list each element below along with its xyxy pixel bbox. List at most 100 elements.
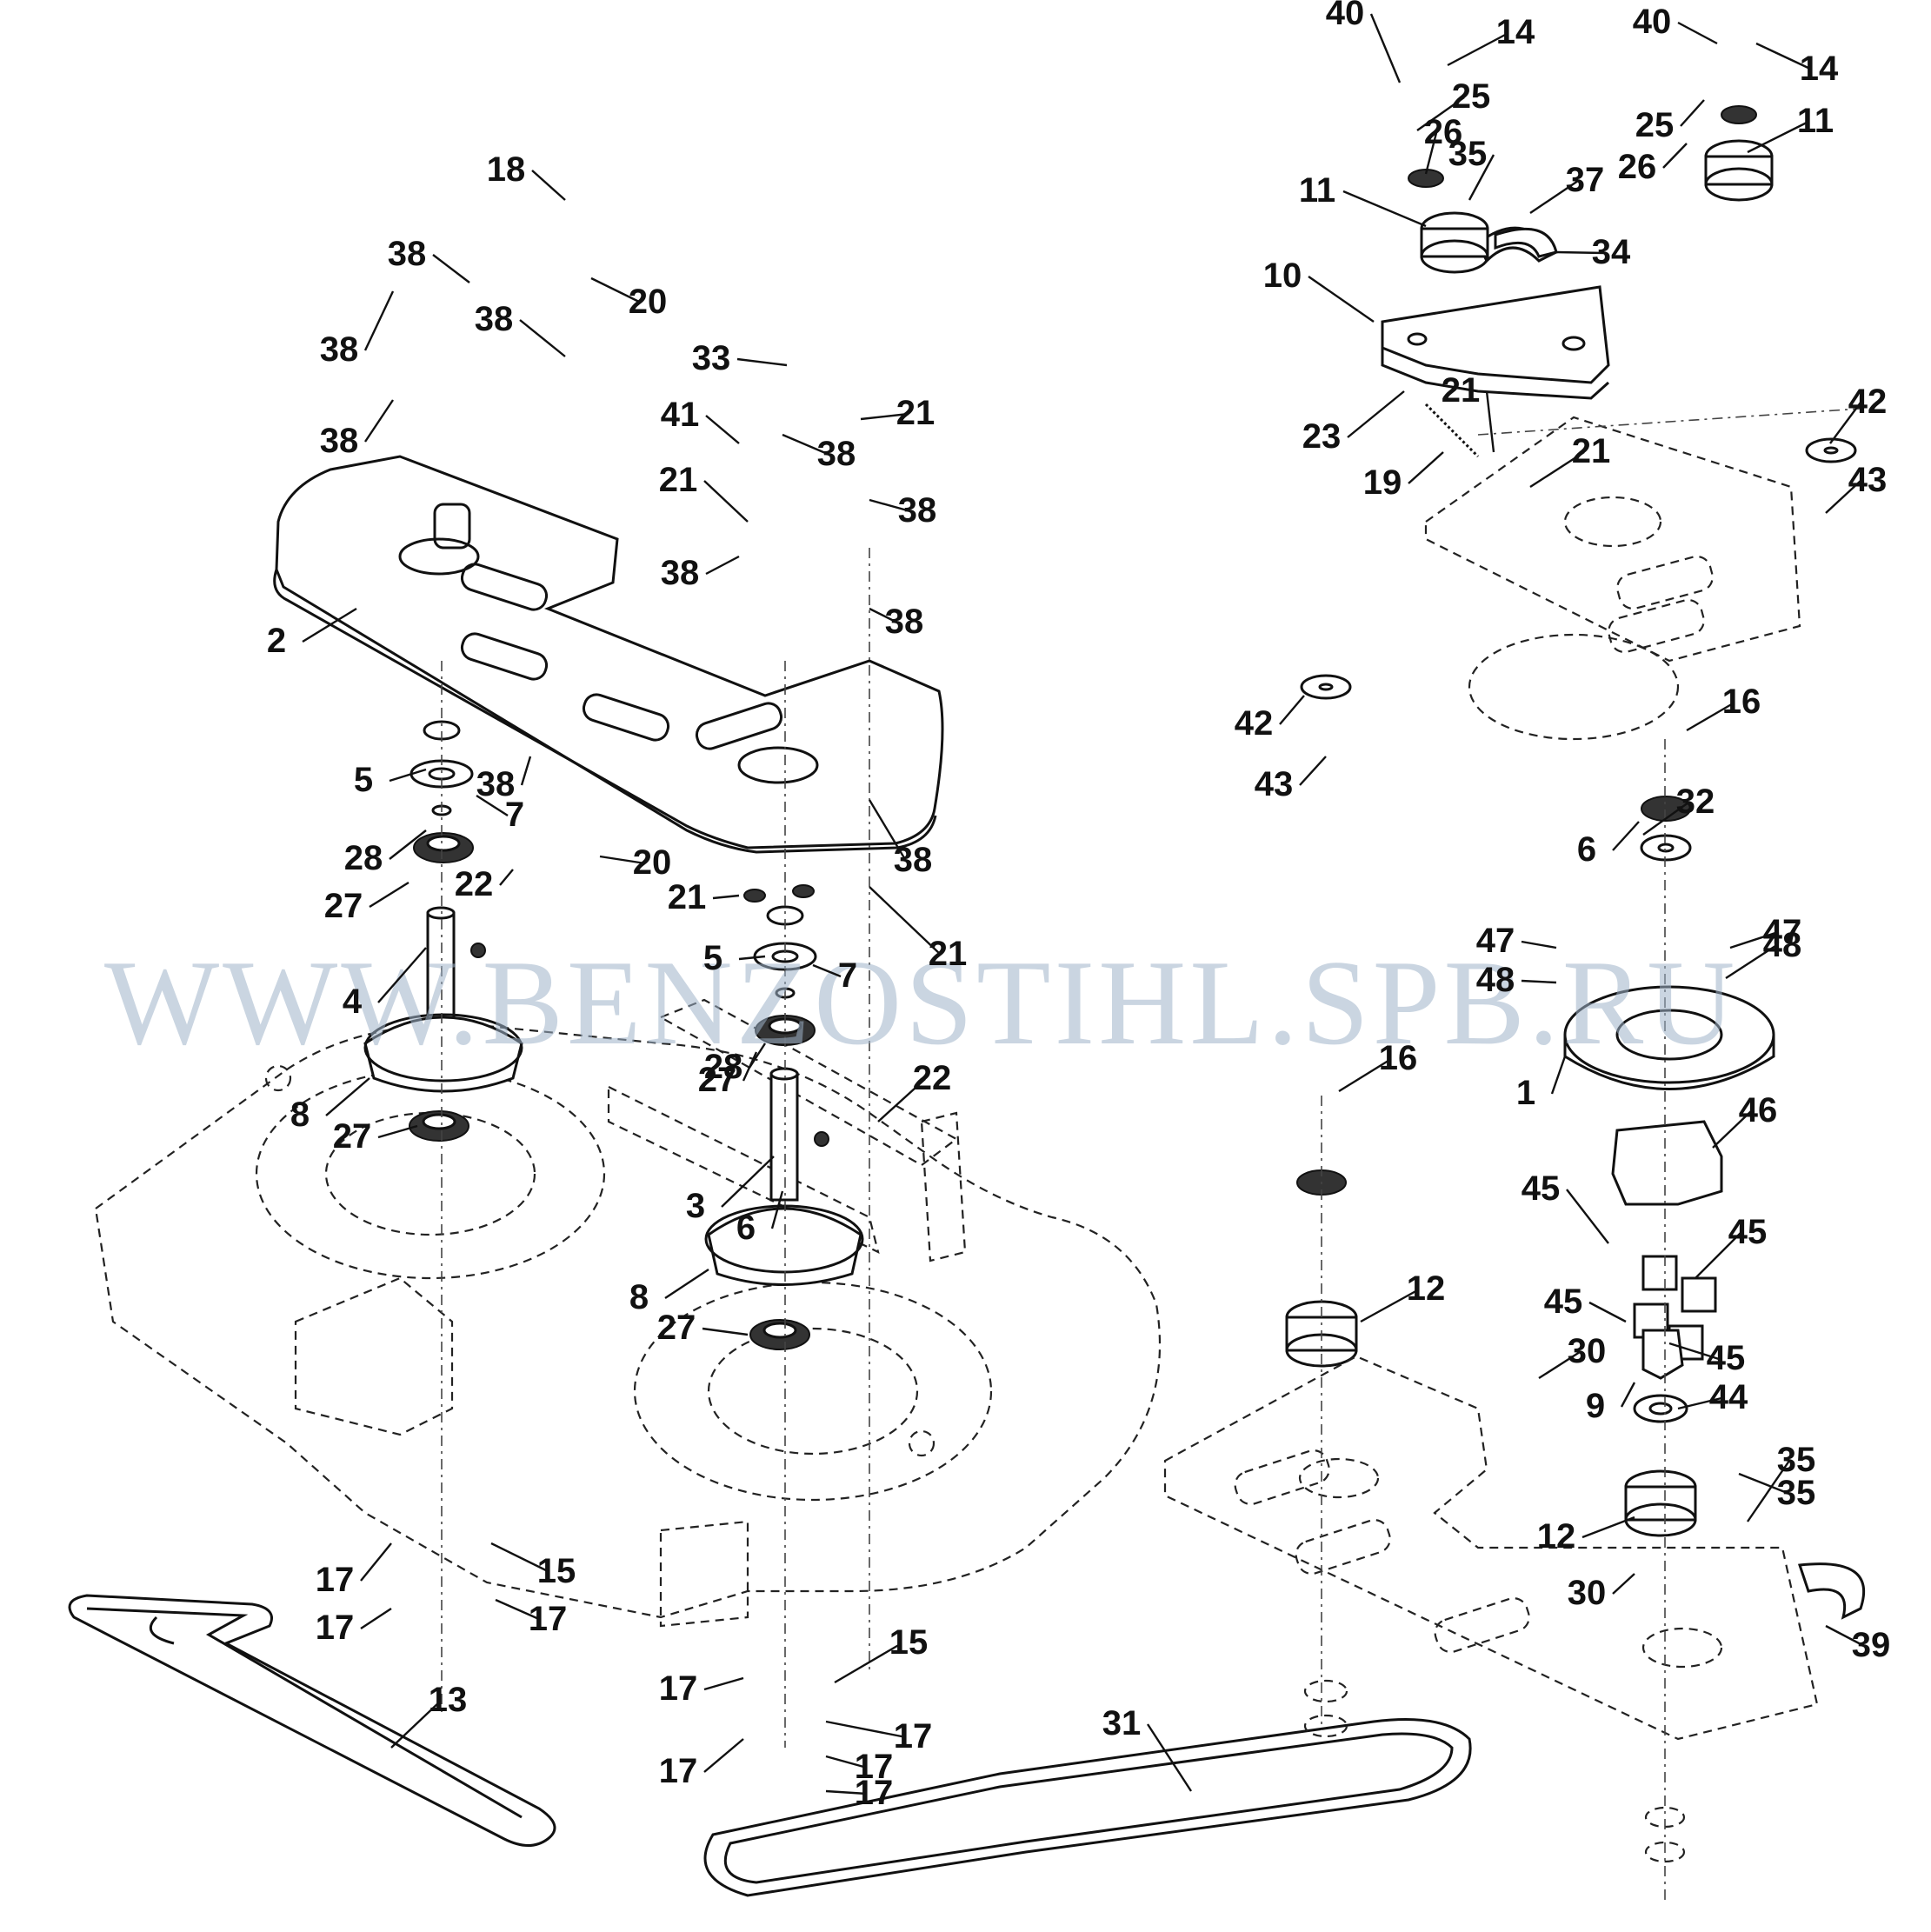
callout-label-21: 21 [929,935,968,973]
callout-label-27: 27 [657,1309,696,1347]
callout-leader [825,1789,868,1795]
callout-leader [360,1542,392,1582]
callout-leader [476,794,509,817]
callout-label-45: 45 [1728,1213,1768,1251]
callout-leader [1146,1723,1193,1792]
callout-leader [389,768,427,783]
callout-label-43: 43 [1848,461,1888,499]
callout-label-37: 37 [1566,161,1605,199]
callout-label-6: 6 [736,1209,756,1247]
callout-label-35: 35 [1777,1474,1816,1512]
callout-leader [1829,402,1861,444]
callout-leader [1566,1189,1609,1244]
callout-leader [1369,13,1402,83]
callout-label-17: 17 [894,1717,933,1755]
callout-leader [1747,120,1809,154]
callout-leader [520,756,532,786]
callout-leader [703,480,749,523]
callout-leader [877,1078,926,1123]
callout-label-7: 7 [838,956,857,995]
callout-label-17: 17 [855,1774,894,1812]
callout-label-30: 30 [1568,1332,1607,1370]
callout-label-21: 21 [1572,432,1611,470]
callout-label-21: 21 [659,461,698,499]
callout-label-12: 12 [1407,1269,1446,1308]
callout-leader [1642,802,1689,836]
callout-leader [664,1268,709,1300]
callout-label-21: 21 [668,878,707,916]
callout-label-38: 38 [885,603,924,641]
right-upper-plate-outline [1424,408,1861,741]
callout-label-10: 10 [1263,256,1302,295]
callout-leader [1677,21,1718,45]
callout-leader [1447,31,1509,67]
callout-label-23: 23 [1302,417,1342,456]
callout-leader [1416,97,1465,131]
callout-leader [390,1700,442,1749]
callout-leader [1712,1110,1752,1149]
spindle-assembly-left [363,720,523,1142]
callout-leader [360,1607,392,1630]
clutch-stack [1563,796,1775,1423]
pulley-12-right [1624,1469,1697,1537]
site-watermark: WWW.BENZOSTIHL.SPB.RU [104,936,1738,1070]
callout-leader [782,433,830,456]
callout-leader [1299,756,1327,786]
callout-label-38: 38 [320,422,359,460]
callout-label-15: 15 [889,1623,929,1662]
callout-label-28: 28 [704,1048,743,1086]
callout-label-17: 17 [659,1669,698,1708]
callout-leader [869,498,911,513]
callout-leader [1538,1350,1581,1380]
callout-labels: 1234556677889101111121213141415151616171… [267,0,1890,1812]
bracket-10 [1381,226,1610,400]
callout-leader [1825,480,1861,514]
callout-label-44: 44 [1709,1378,1748,1416]
callout-label-19: 19 [1363,463,1402,502]
callout-leader [705,555,740,576]
callout-leader [868,799,908,862]
callout-label-5: 5 [703,939,722,977]
mower-deck-outline [94,998,1162,1628]
callout-leader [748,1043,767,1069]
callout-label-30: 30 [1568,1574,1607,1612]
callout-label-20: 20 [629,283,668,321]
callout-label-17: 17 [316,1609,355,1647]
callout-leader [1612,1573,1635,1595]
callout-label-21: 21 [1442,371,1481,410]
callout-leader [703,1676,744,1691]
callout-leader [834,1642,902,1684]
callout-label-16: 16 [1722,683,1761,721]
callout-label-48: 48 [1763,926,1802,964]
belt-31 [703,1718,1472,1897]
callout-label-31: 31 [1102,1704,1142,1742]
callout-label-17: 17 [659,1752,698,1790]
right-lower-plate-outline [1163,1355,1819,1863]
callout-label-38: 38 [661,554,700,592]
callout-label-38: 38 [476,765,516,803]
callout-label-3: 3 [686,1187,705,1225]
callout-leader [825,1720,907,1739]
callout-leader [389,829,427,860]
callout-leader [363,290,395,351]
callout-leader [1424,132,1438,175]
callout-leader [369,881,410,909]
callout-label-18: 18 [487,150,526,189]
callout-leader [1668,1342,1720,1361]
callout-label-43: 43 [1255,765,1294,803]
callout-label-38: 38 [388,235,427,273]
callout-label-27: 27 [333,1117,372,1156]
callout-label-8: 8 [290,1096,310,1134]
callout-leader [599,855,646,865]
callout-label-40: 40 [1326,0,1365,32]
callout-label-46: 46 [1739,1091,1778,1129]
callout-leader [860,412,909,421]
callout-leader [869,607,898,624]
callout-leader [1680,99,1705,127]
callout-label-40: 40 [1633,3,1672,41]
callout-label-4: 4 [343,983,363,1021]
callout-leader [499,869,514,886]
callout-label-9: 9 [1586,1387,1605,1425]
callout-leader [703,1738,744,1773]
callout-leader [1825,1624,1865,1648]
